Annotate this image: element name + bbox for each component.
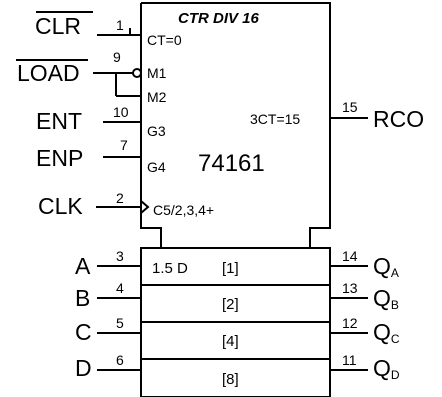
- input-clk: CLK 2 C5/2,3,4+: [38, 190, 214, 219]
- signal-label-load: LOAD: [17, 60, 80, 86]
- output-label-qb: QB: [373, 285, 399, 312]
- cell-weight-b: [2]: [222, 296, 239, 313]
- output-sub-c: C: [391, 332, 400, 346]
- inner-label-enp: G4: [147, 159, 166, 175]
- output-label-qc: QC: [373, 319, 400, 346]
- pin-number-clk: 2: [116, 190, 124, 206]
- bit-row-a: A 3 1.5 D [1] 14 QA: [75, 248, 399, 280]
- output-label-qa: QA: [373, 253, 399, 280]
- output-q-c: Q: [373, 319, 391, 345]
- output-q-d: Q: [373, 355, 391, 381]
- inversion-bubble-load: [132, 68, 142, 78]
- pin-number-c: 5: [116, 315, 124, 331]
- pin-number-enp: 7: [120, 137, 128, 153]
- pin-number-qd: 11: [342, 352, 357, 368]
- output-q-b: Q: [373, 285, 391, 311]
- pin-number-clr: 1: [116, 17, 124, 33]
- output-sub-d: D: [391, 368, 400, 382]
- part-number: 74161: [198, 150, 265, 177]
- pin-number-b: 4: [116, 280, 124, 296]
- cell-weight-d: [8]: [222, 371, 239, 388]
- inner-label-ent: G3: [147, 123, 166, 139]
- pin-number-ent: 10: [113, 104, 129, 120]
- bit-row-d: D 6 [8] 11 QD: [75, 352, 400, 388]
- input-load: LOAD 9 M1 M2: [16, 49, 167, 105]
- input-label-c: C: [75, 319, 92, 345]
- pin-number-a: 3: [116, 248, 124, 264]
- output-q-a: Q: [373, 253, 391, 279]
- inner-label-m1: M1: [147, 65, 167, 81]
- bit-row-b: B 4 [2] 13 QB: [75, 280, 399, 313]
- pin-number-load: 9: [113, 49, 121, 65]
- bit-row-c: C 5 [4] 12 QC: [75, 315, 400, 350]
- cell-prefix-a: 1.5 D: [152, 260, 188, 277]
- output-rco: 15 3CT=15 RCO: [250, 99, 424, 132]
- signal-label-ent: ENT: [36, 108, 82, 134]
- clock-edge-symbol: [140, 200, 150, 214]
- output-sub-a: A: [391, 266, 399, 280]
- input-ent: ENT 10 G3: [36, 104, 166, 139]
- input-enp: ENP 7 G4: [36, 137, 166, 175]
- output-sub-b: B: [391, 298, 399, 312]
- pin-number-qb: 13: [342, 280, 358, 296]
- signal-label-clr: CLR: [35, 13, 81, 39]
- inner-label-clr: CT=0: [147, 32, 182, 48]
- input-label-a: A: [75, 253, 91, 279]
- output-label-qd: QD: [373, 355, 400, 382]
- pin-number-rco: 15: [342, 99, 358, 115]
- pin-number-qa: 14: [342, 248, 358, 264]
- pin-number-d: 6: [116, 352, 124, 368]
- inner-label-rco: 3CT=15: [250, 111, 300, 127]
- inner-label-m2: M2: [147, 89, 167, 105]
- register-cells: [140, 247, 331, 397]
- input-label-d: D: [75, 355, 92, 381]
- input-clr: CLR 1 CT=0: [35, 11, 182, 48]
- cell-weight-c: [4]: [222, 333, 239, 350]
- inner-label-clk: C5/2,3,4+: [153, 202, 214, 218]
- signal-label-enp: ENP: [36, 145, 83, 171]
- signal-label-clk: CLK: [38, 193, 83, 219]
- block-title: CTR DIV 16: [178, 10, 260, 27]
- cell-weight-a: [1]: [222, 260, 239, 277]
- input-label-b: B: [75, 285, 90, 311]
- signal-label-rco: RCO: [373, 106, 424, 132]
- pin-number-qc: 12: [342, 315, 358, 331]
